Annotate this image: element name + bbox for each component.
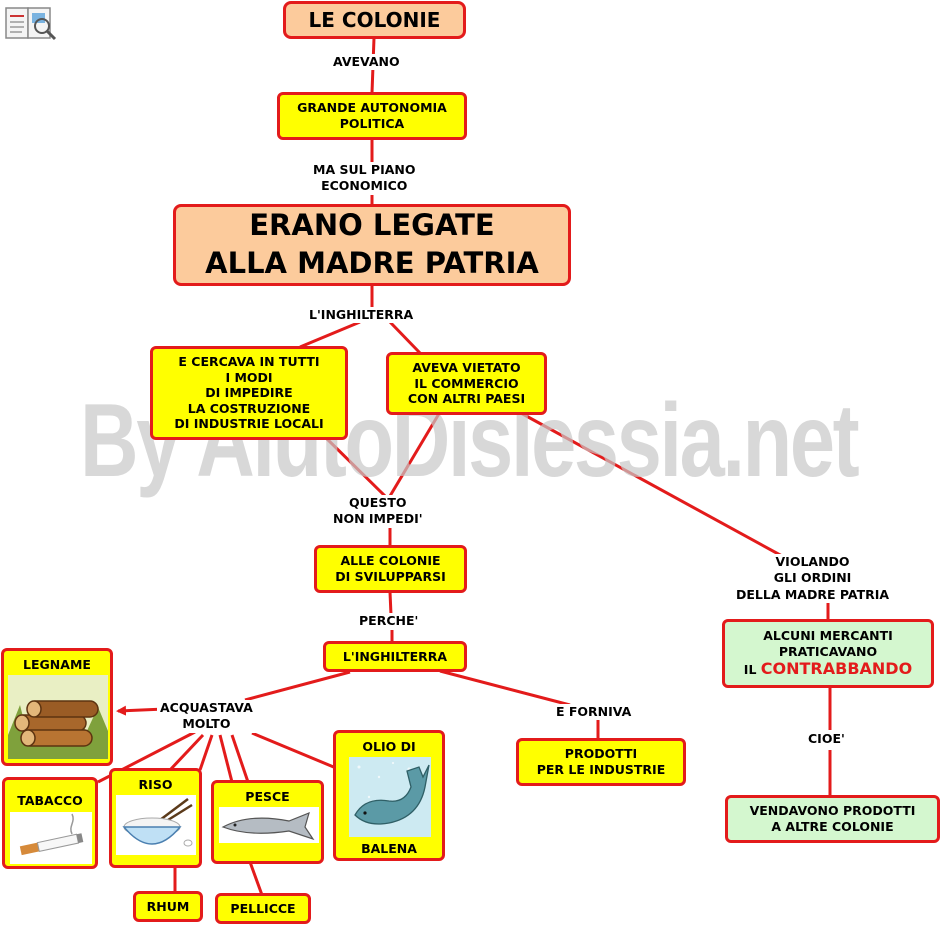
pic-tabacco: TABACCO	[2, 777, 98, 869]
label-ma-sul-piano: MA SUL PIANO ECONOMICO	[310, 162, 419, 195]
whale-icon	[349, 757, 431, 837]
node-inghilterra: L'INGHILTERRA	[323, 641, 467, 672]
pesce-caption: PESCE	[245, 789, 290, 804]
pic-legname: LEGNAME	[1, 648, 113, 766]
node-cercava: E CERCAVA IN TUTTI I MODI DI IMPEDIRE LA…	[150, 346, 348, 440]
tabacco-caption: TABACCO	[17, 793, 83, 808]
node-erano-legate: ERANO LEGATE ALLA MADRE PATRIA	[173, 204, 571, 286]
label-questo: QUESTO NON IMPEDI'	[330, 495, 426, 528]
node-aveva-vietato: AVEVA VIETATO IL COMMERCIO CON ALTRI PAE…	[386, 352, 547, 415]
olio-caption: OLIO DI	[362, 739, 416, 754]
pic-pesce: PESCE	[211, 780, 324, 864]
node-alle-colonie: ALLE COLONIE DI SVILUPPARSI	[314, 545, 467, 593]
node-pellicce: PELLICCE	[215, 893, 311, 924]
rice-bowl-icon	[116, 795, 196, 855]
node-le-colonie: LE COLONIE	[283, 1, 466, 39]
fish-icon	[219, 807, 319, 843]
node-vendavono: VENDAVONO PRODOTTI A ALTRE COLONIE	[725, 795, 940, 843]
node-rhum: RHUM	[133, 891, 203, 922]
book-magnifier-icon	[5, 7, 57, 41]
cigarette-icon	[10, 812, 92, 864]
node-alcuni-mercanti: ALCUNI MERCANTI PRATICAVANO IL CONTRABBA…	[722, 619, 934, 688]
label-forniva: E FORNIVA	[553, 704, 635, 721]
label-acquastava: ACQUASTAVA MOLTO	[157, 700, 256, 733]
label-violando: VIOLANDO GLI ORDINI DELLA MADRE PATRIA	[733, 554, 893, 603]
contrabbando-line: IL CONTRABBANDO	[743, 659, 913, 679]
label-cioe: CIOE'	[805, 731, 848, 748]
legname-caption: LEGNAME	[23, 657, 91, 672]
balena-caption: BALENA	[361, 841, 417, 856]
pic-riso: RISO	[109, 768, 202, 868]
label-inghilterra: L'INGHILTERRA	[306, 307, 417, 324]
label-avevano: AVEVANO	[330, 54, 403, 71]
node-grande-autonomia: GRANDE AUTONOMIA POLITICA	[277, 92, 467, 140]
label-perche: PERCHE'	[356, 613, 422, 630]
node-prodotti: PRODOTTI PER LE INDUSTRIE	[516, 738, 686, 786]
riso-caption: RISO	[138, 777, 173, 792]
pic-olio-balena: OLIO DI BALENA	[333, 730, 445, 861]
logs-icon	[8, 675, 108, 759]
